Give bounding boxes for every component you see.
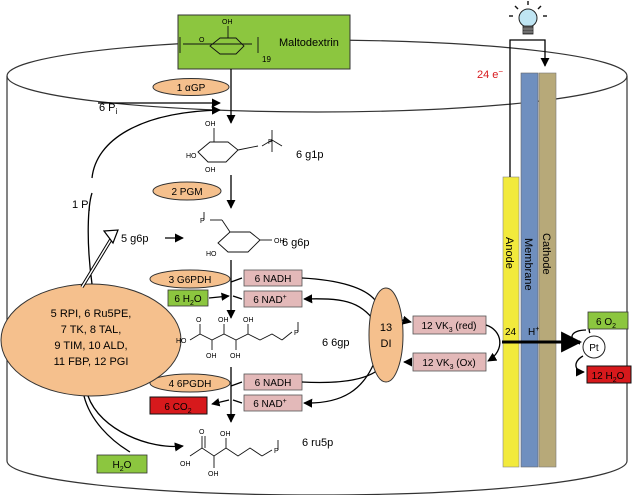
gp-label: 6 6gp xyxy=(322,337,350,349)
platinum-catalyst: Pt xyxy=(582,335,606,359)
ring-oh-label: OH xyxy=(222,19,233,26)
vk3-ox-label: 12 VK3 (Ox) xyxy=(422,358,475,371)
h2o-input-box xyxy=(167,289,209,307)
ru5p-label: 6 ru5p xyxy=(302,437,333,449)
g1p-oh-2: HO xyxy=(186,153,197,160)
ru5p-oh-3: OH xyxy=(220,431,231,438)
maltodextrin-label: Maltodextrin xyxy=(279,37,339,49)
proton-label: H+ xyxy=(528,326,539,338)
h2o-input-label: 6 H2O xyxy=(174,294,201,307)
nadh-label-2: 6 NADH xyxy=(255,378,292,389)
co2-label: 6 CO2 xyxy=(164,402,191,415)
vk3-ox-box xyxy=(412,352,487,372)
vk3-red-label: 12 VK3 (red) xyxy=(421,321,476,334)
gp-structure xyxy=(189,322,299,350)
nad-box-2 xyxy=(243,394,303,412)
anode-strip xyxy=(502,176,520,468)
svg-text:Pt: Pt xyxy=(589,343,599,354)
ru5p-oh-2: OH xyxy=(208,471,219,478)
enzyme-agp: 1 αGP xyxy=(152,78,230,96)
light-bulb-icon xyxy=(509,1,547,35)
svg-text:1 αGP: 1 αGP xyxy=(177,83,206,94)
cathode-label: Cathode xyxy=(540,233,552,275)
g6p-oh-2: HO xyxy=(206,251,217,258)
enzyme-6pgdh: 4 6PGDH xyxy=(149,373,231,393)
enzyme-regeneration-ellipse: 5 RPI, 6 Ru5PE, 7 TK, 8 TAL, 9 TIM, 10 A… xyxy=(0,283,182,397)
h2o-bottom-box xyxy=(96,454,148,474)
ru5p-o: O xyxy=(199,429,205,436)
nad-label-1: 6 NAD+ xyxy=(253,294,287,306)
g6p-p: P xyxy=(200,218,205,225)
gp-ho: HO xyxy=(176,338,187,345)
ring-oxygen-label: O xyxy=(199,37,205,44)
ru5p-structure xyxy=(189,436,279,468)
enzyme-di: 13 DI xyxy=(368,287,404,383)
side-arrows xyxy=(208,292,230,407)
o2-box xyxy=(587,311,629,330)
vk3-arrows xyxy=(401,315,501,367)
g6p-structure xyxy=(203,212,272,253)
regen-line-4: 11 FBP, 12 PGI xyxy=(54,356,129,368)
six-pi-label: 6 Pi xyxy=(99,102,118,116)
gp-oh-2: OH xyxy=(206,353,217,360)
enzyme-g6pdh: 3 G6PDH xyxy=(149,269,231,289)
electron-count-label: 24 e− xyxy=(477,67,503,81)
enzyme-pgm: 2 PGM xyxy=(152,181,222,201)
pathway-arrows xyxy=(98,69,236,423)
anode-label: Anode xyxy=(503,237,515,269)
maltodextrin-box: OH O 19 Maltodextrin xyxy=(177,14,351,70)
gp-oh-1: OH xyxy=(218,317,229,324)
g1p-structure xyxy=(197,128,283,163)
external-circuit xyxy=(509,39,550,177)
membrane-strip xyxy=(520,72,539,468)
gp-oh-4: OH xyxy=(243,317,254,324)
proton-count: 24 xyxy=(505,327,517,338)
nadh-label-1: 6 NADH xyxy=(255,274,292,285)
svg-text:2 PGM: 2 PGM xyxy=(171,187,202,198)
g1p-oh-1: OH xyxy=(205,121,216,128)
g1p-oh-3: OH xyxy=(205,167,216,174)
h2o-bottom-label: H2O xyxy=(113,460,132,473)
membrane-label: Membrane xyxy=(522,238,534,291)
svg-text:3 G6PDH: 3 G6PDH xyxy=(169,275,212,286)
svg-text:13: 13 xyxy=(380,322,392,334)
g1p-label: 6 g1p xyxy=(296,149,324,161)
gp-o-1: O xyxy=(196,317,202,324)
g6p-oh-1: OH xyxy=(274,238,285,245)
regen-line-3: 9 TIM, 10 ALD, xyxy=(54,340,127,352)
gp-oh-3: OH xyxy=(230,353,241,360)
svg-text:DI: DI xyxy=(381,338,392,350)
ru5p-p: P xyxy=(274,448,279,455)
nad-box-1 xyxy=(243,290,303,308)
white-arrow-to-g6p xyxy=(80,229,119,288)
glucose-ring-icon xyxy=(179,26,259,55)
repeat-index: 19 xyxy=(262,55,271,64)
ru5p-oh-1: OH xyxy=(180,461,191,468)
co2-box xyxy=(149,396,208,415)
g6p-label: 6 g6p xyxy=(282,237,310,249)
regen-line-2: 7 TK, 8 TAL, xyxy=(61,324,122,336)
h2o-out-box xyxy=(586,365,632,384)
five-g6p-label: 5 g6p xyxy=(121,233,149,245)
o2-label: 6 O2 xyxy=(596,317,616,330)
nad-label-2: 6 NAD+ xyxy=(253,398,287,410)
regen-line-1: 5 RPI, 6 Ru5PE, xyxy=(51,308,132,320)
cathode-strip xyxy=(538,72,557,468)
gp-p: P xyxy=(294,330,299,337)
g1p-p: P xyxy=(268,139,273,146)
h2o-out-label: 12 H2O xyxy=(592,371,625,384)
svg-text:4 6PGDH: 4 6PGDH xyxy=(169,379,212,390)
one-pi-label: 1 Pi xyxy=(72,199,91,213)
